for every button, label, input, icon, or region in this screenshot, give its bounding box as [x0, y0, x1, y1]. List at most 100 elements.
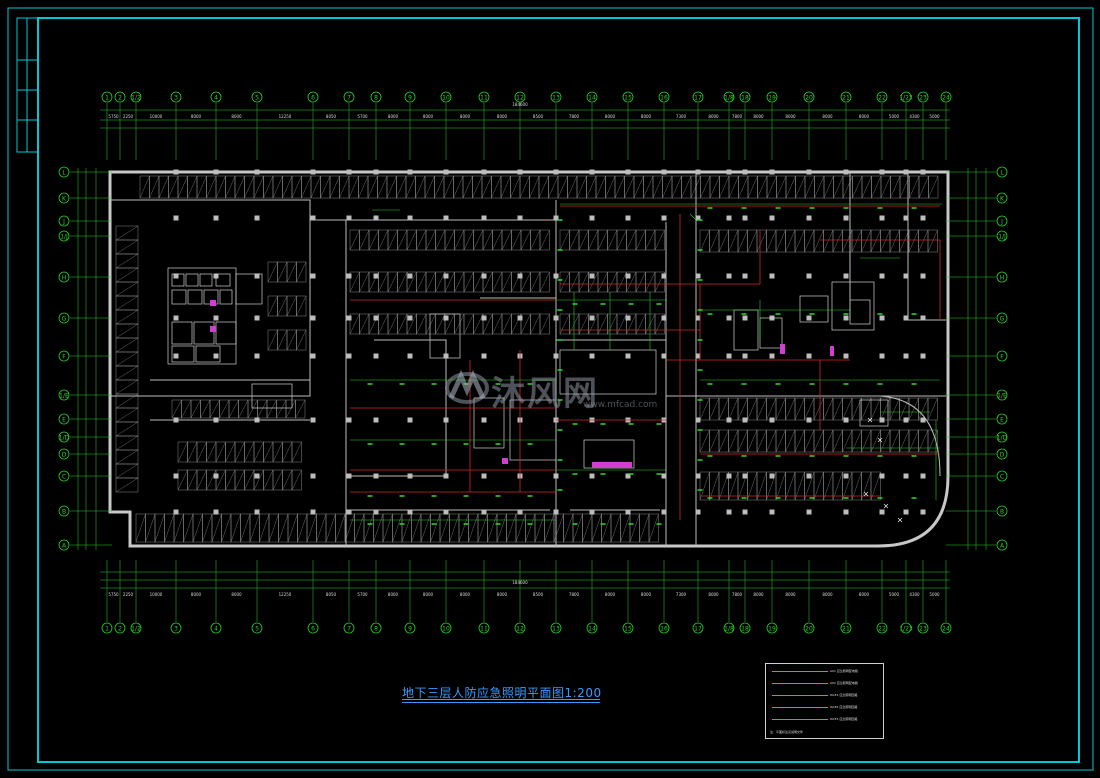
axis-label: K [1000, 196, 1005, 203]
structural-column [769, 215, 775, 221]
structural-column [310, 353, 316, 359]
parking-stall-hatch [737, 229, 748, 253]
parking-stall-hatch [196, 175, 207, 199]
parking-stall-hatch [285, 399, 296, 419]
parking-stall-hatch [525, 513, 536, 543]
axis-label: 22 [878, 626, 886, 633]
structural-column [843, 509, 849, 515]
axis-label: 1/2 [131, 626, 141, 633]
dimension-text: 7300 [676, 592, 687, 597]
parking-stall-hatch [206, 441, 217, 463]
dimension-text: 8000 [423, 592, 434, 597]
structural-column [726, 273, 732, 279]
parking-stall-hatch [605, 175, 616, 199]
axis-bubble [370, 91, 382, 103]
cross-marker [883, 503, 889, 509]
parking-stall-hatch [520, 271, 531, 293]
axis-bubble [940, 91, 952, 103]
parking-stall-hatch [890, 175, 901, 199]
parking-stall-hatch [139, 175, 150, 199]
parking-stall-hatch [249, 513, 260, 543]
parking-stall-hatch [268, 513, 279, 543]
axis-bubble [996, 271, 1008, 283]
equipment-marker [210, 326, 216, 332]
dimension-text: 8000 [231, 592, 242, 597]
structural-column [661, 169, 667, 175]
axis-bubble [900, 91, 912, 103]
parking-stall-hatch [813, 229, 824, 253]
parking-stall-hatch [382, 513, 393, 543]
parking-stall-hatch [652, 175, 663, 199]
parking-stall-hatch [633, 175, 644, 199]
parking-stall-hatch [282, 175, 293, 199]
parking-stall-hatch [259, 513, 270, 543]
axis-bubble [996, 166, 1008, 178]
axis-bubble [210, 622, 222, 634]
parking-stall-hatch [287, 513, 298, 543]
parking-stall-hatch [463, 313, 474, 335]
parking-stall-hatch [563, 513, 574, 543]
parking-stall-hatch [173, 513, 184, 543]
parking-stall-hatch [115, 449, 139, 465]
structural-column [346, 509, 352, 515]
parking-stall-hatch [851, 429, 862, 453]
parking-stall-hatch [699, 429, 710, 453]
parking-stall-hatch [397, 229, 408, 251]
structural-column [806, 315, 812, 321]
title-underline [402, 699, 600, 700]
axis-label: J [62, 219, 65, 226]
parking-stall-hatch [626, 271, 637, 293]
parking-stall-hatch [215, 469, 226, 491]
parking-stall-hatch [794, 397, 805, 421]
parking-stall-hatch [482, 229, 493, 251]
parking-stall-hatch [263, 441, 274, 463]
parking-stall-hatch [435, 271, 446, 293]
structural-column [589, 215, 595, 221]
axis-label: 16 [660, 95, 668, 102]
structural-column [879, 353, 885, 359]
structural-column [481, 169, 487, 175]
parking-stall-hatch [747, 471, 758, 501]
equipment-marker [210, 300, 216, 306]
structural-column [346, 273, 352, 279]
parking-stall-hatch [643, 175, 654, 199]
structural-column [589, 315, 595, 321]
parking-stall-hatch [234, 175, 245, 199]
parking-stall-hatch [209, 399, 220, 419]
parking-stall-hatch [737, 429, 748, 453]
parking-stall-hatch [654, 229, 665, 251]
dimension-text: 8500 [533, 114, 544, 119]
parking-stall-hatch [145, 513, 156, 543]
axis-label: 10 [442, 626, 450, 633]
axis-bubble [917, 91, 929, 103]
structural-column [695, 169, 701, 175]
parking-stall-hatch [177, 441, 188, 463]
parking-stall-hatch [559, 271, 570, 293]
structural-column [407, 273, 413, 279]
dimension-text: 2250 [123, 592, 134, 597]
parking-stall-hatch [367, 175, 378, 199]
parking-stall-hatch [794, 429, 805, 453]
parking-stall-hatch [373, 513, 384, 543]
parking-stall-hatch [473, 271, 484, 293]
parking-stall-hatch [842, 429, 853, 453]
structural-column [695, 417, 701, 423]
dimension-text: 4300 [909, 592, 920, 597]
dimension-text: 8000 [231, 114, 242, 119]
structural-column [661, 273, 667, 279]
parking-stall [296, 329, 307, 351]
parking-stall-hatch [291, 441, 302, 463]
structural-column [553, 169, 559, 175]
axis-label: F [62, 354, 66, 361]
dimension-text: 8000 [708, 114, 719, 119]
axis-bubble [404, 91, 416, 103]
axis-bubble [723, 622, 735, 634]
structural-column [806, 353, 812, 359]
room [799, 295, 829, 323]
axis-bubble [586, 91, 598, 103]
dimension-text: 8000 [191, 114, 202, 119]
axis-label: 1/E [59, 393, 69, 400]
parking-stall-hatch [520, 229, 531, 251]
parking-stall-hatch [278, 513, 289, 543]
